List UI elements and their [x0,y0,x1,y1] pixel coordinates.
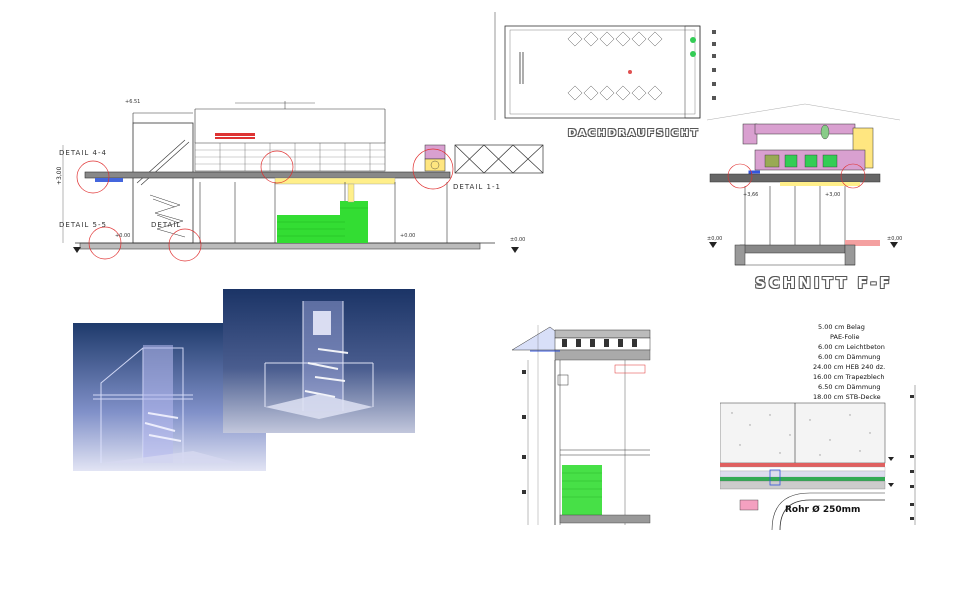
layer-item: 5.00 cm Belag [818,323,865,331]
layer-item: 18.00 cm STB-Decke [813,393,881,401]
layer-item: 6.00 cm Dämmung [818,353,881,361]
roof-plan-drawing: DACHDRAUFSICHT [490,12,740,140]
detail-1-label: DETAIL 1-1 [453,183,501,191]
layer-item: PAE-Folie [830,333,860,341]
svg-text:+3,00: +3,00 [56,166,63,185]
level-top: +6.51 [125,99,141,105]
level-floor-left: +0.00 [115,233,131,239]
ff-level-left: ±0,00 [707,236,723,242]
main-section-svg: +3,00 [56,101,544,262]
main-section-drawing: +3,00 DETAIL 4-4 DETAIL 5-5 DETAIL DETAI… [55,95,550,270]
section-ff-svg [706,103,901,266]
layer-item: 24.00 cm HEB 240 dz. [813,363,886,371]
render-right-svg [223,289,415,433]
ff-level-right: ±0,00 [887,236,903,242]
roof-plan-svg [494,12,716,120]
detail-mid-label: DETAIL [151,221,182,229]
floor-detail-svg [720,385,916,530]
facade-detail-drawing [500,305,680,530]
floor-detail-drawing: Rohr Ø 250mm [720,385,925,530]
ff-dim-mid: +3,00 [825,192,841,198]
roof-plan-title: DACHDRAUFSICHT [568,128,700,139]
layer-item: 6.50 cm Dämmung [818,383,881,391]
layer-item: 16.00 cm Trapezblech [813,373,885,381]
layer-item: 6.00 cm Leichtbeton [818,343,885,351]
render-3d-right [223,289,415,433]
facade-detail-svg [511,325,651,525]
section-ff-title: SCHNITT F-F [755,274,893,292]
pipe-label: Rohr Ø 250mm [785,505,861,515]
section-ff-drawing: +3,66 +3,00 ±0,00 ±0,00 SCHNITT F-F [705,100,905,300]
detail-5-label: DETAIL 5-5 [59,221,107,229]
level-ground: ±0.00 [510,237,526,243]
detail-4-label: DETAIL 4-4 [59,149,107,157]
level-floor-right: +0.00 [400,233,416,239]
ff-dim-left: +3,66 [743,192,759,198]
